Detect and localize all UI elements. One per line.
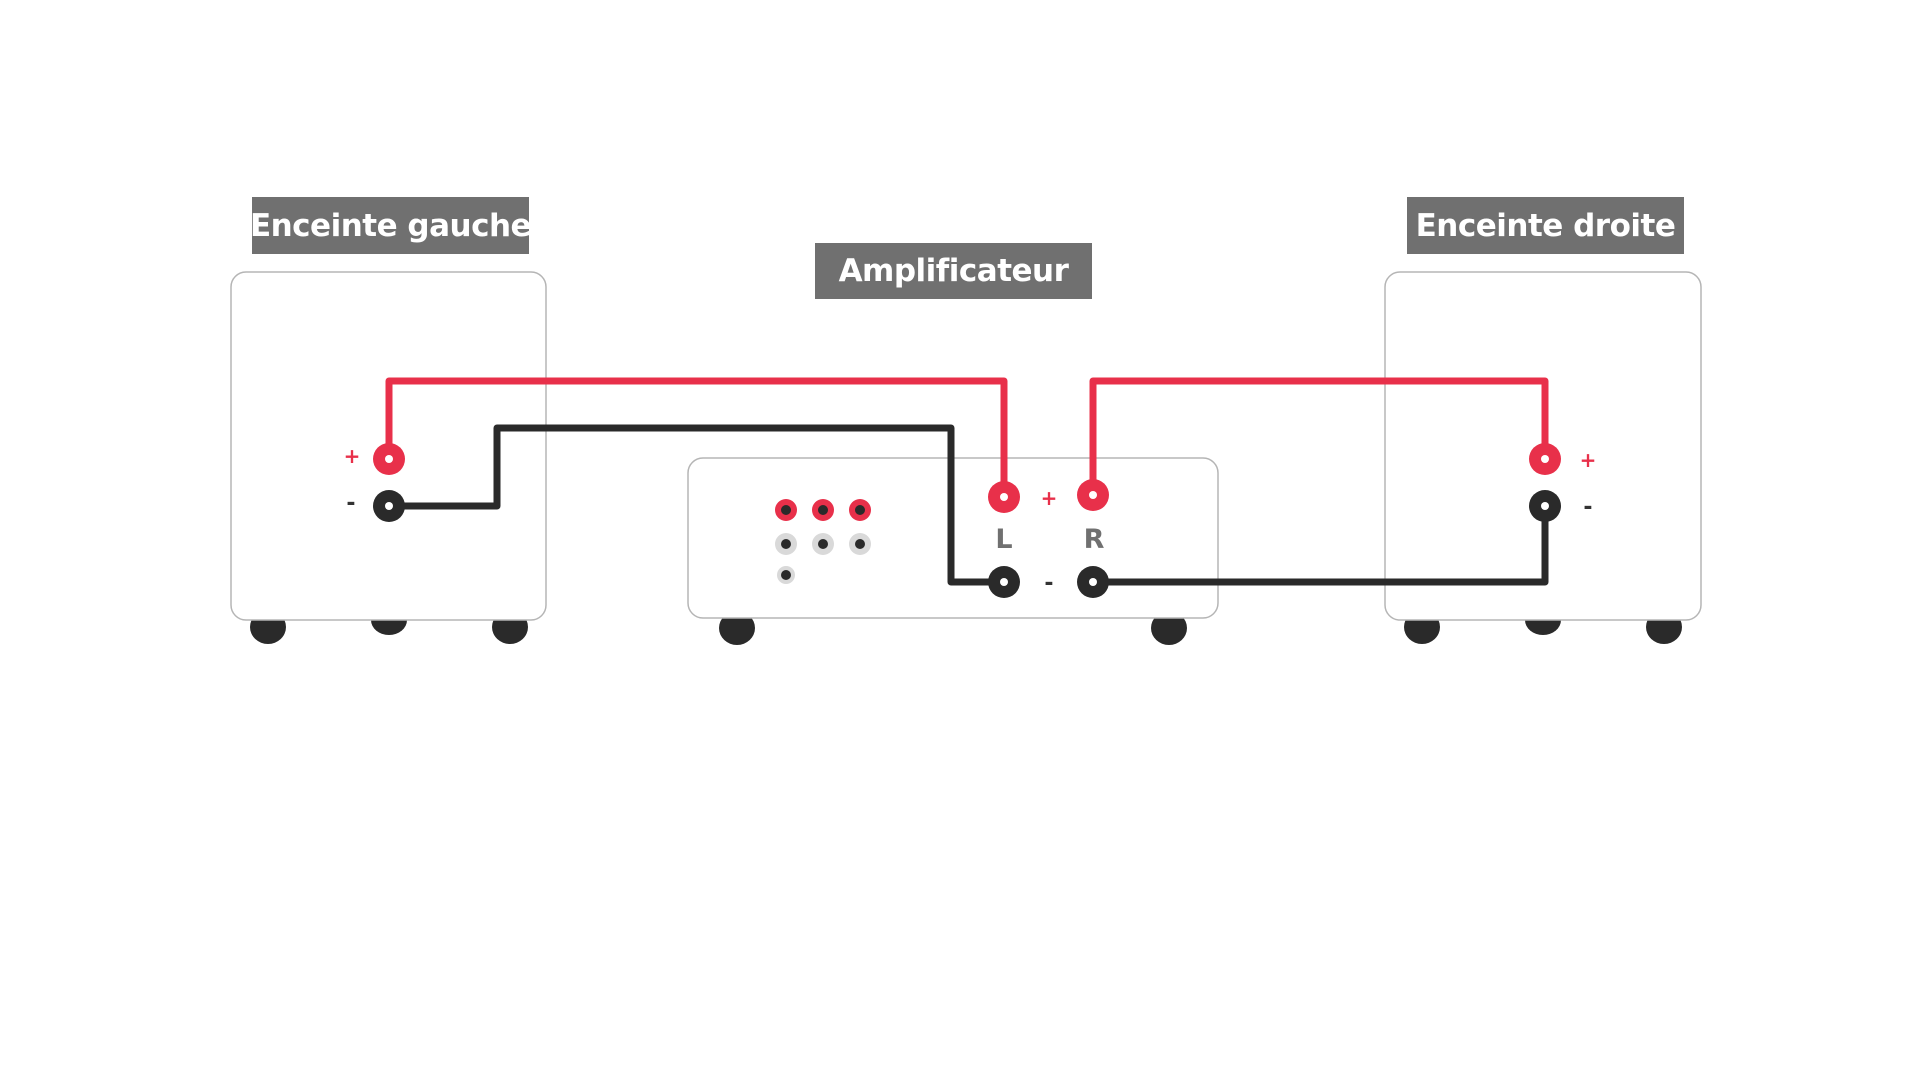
rca-jack-center [781, 505, 791, 515]
terminal-center [1541, 502, 1549, 510]
amplifier-foot-2 [1151, 611, 1187, 645]
amplifier-plus-sign: + [1041, 486, 1058, 510]
right-speaker-label: Enceinte droite [1407, 197, 1684, 254]
amplifier-label: Amplificateur [815, 243, 1092, 299]
terminal-center [385, 455, 393, 463]
left-speaker-minus-sign: - [346, 491, 355, 516]
terminal-center [1000, 578, 1008, 586]
rca-jack-center [855, 505, 865, 515]
left-speaker-label: Enceinte gauche [250, 197, 532, 254]
terminal-center [1541, 455, 1549, 463]
terminals [373, 443, 1561, 598]
wires [385, 377, 1549, 586]
wire-right-positive [1089, 377, 1549, 494]
amplifier-foot-1 [719, 611, 755, 645]
rca-jack-center [855, 539, 865, 549]
wire-right-negative [1093, 506, 1549, 586]
rca-jack-center [818, 539, 828, 549]
wire-left-negative [389, 424, 1004, 586]
terminal-center [1089, 578, 1097, 586]
amplifier-minus-sign: - [1044, 571, 1053, 596]
wire-left-positive [385, 377, 1008, 496]
rca-inputs [775, 499, 871, 584]
right-speaker-plus-sign: + [1580, 448, 1597, 472]
right-speaker-minus-sign: - [1583, 495, 1592, 520]
terminal-center [385, 502, 393, 510]
ground-jack-center [781, 570, 791, 580]
terminal-center [1000, 493, 1008, 501]
rca-jack-center [781, 539, 791, 549]
channel-left-label: L [995, 524, 1012, 555]
channel-right-label: R [1084, 524, 1105, 555]
rca-jack-center [818, 505, 828, 515]
terminal-center [1089, 491, 1097, 499]
left-speaker-plus-sign: + [344, 444, 361, 468]
